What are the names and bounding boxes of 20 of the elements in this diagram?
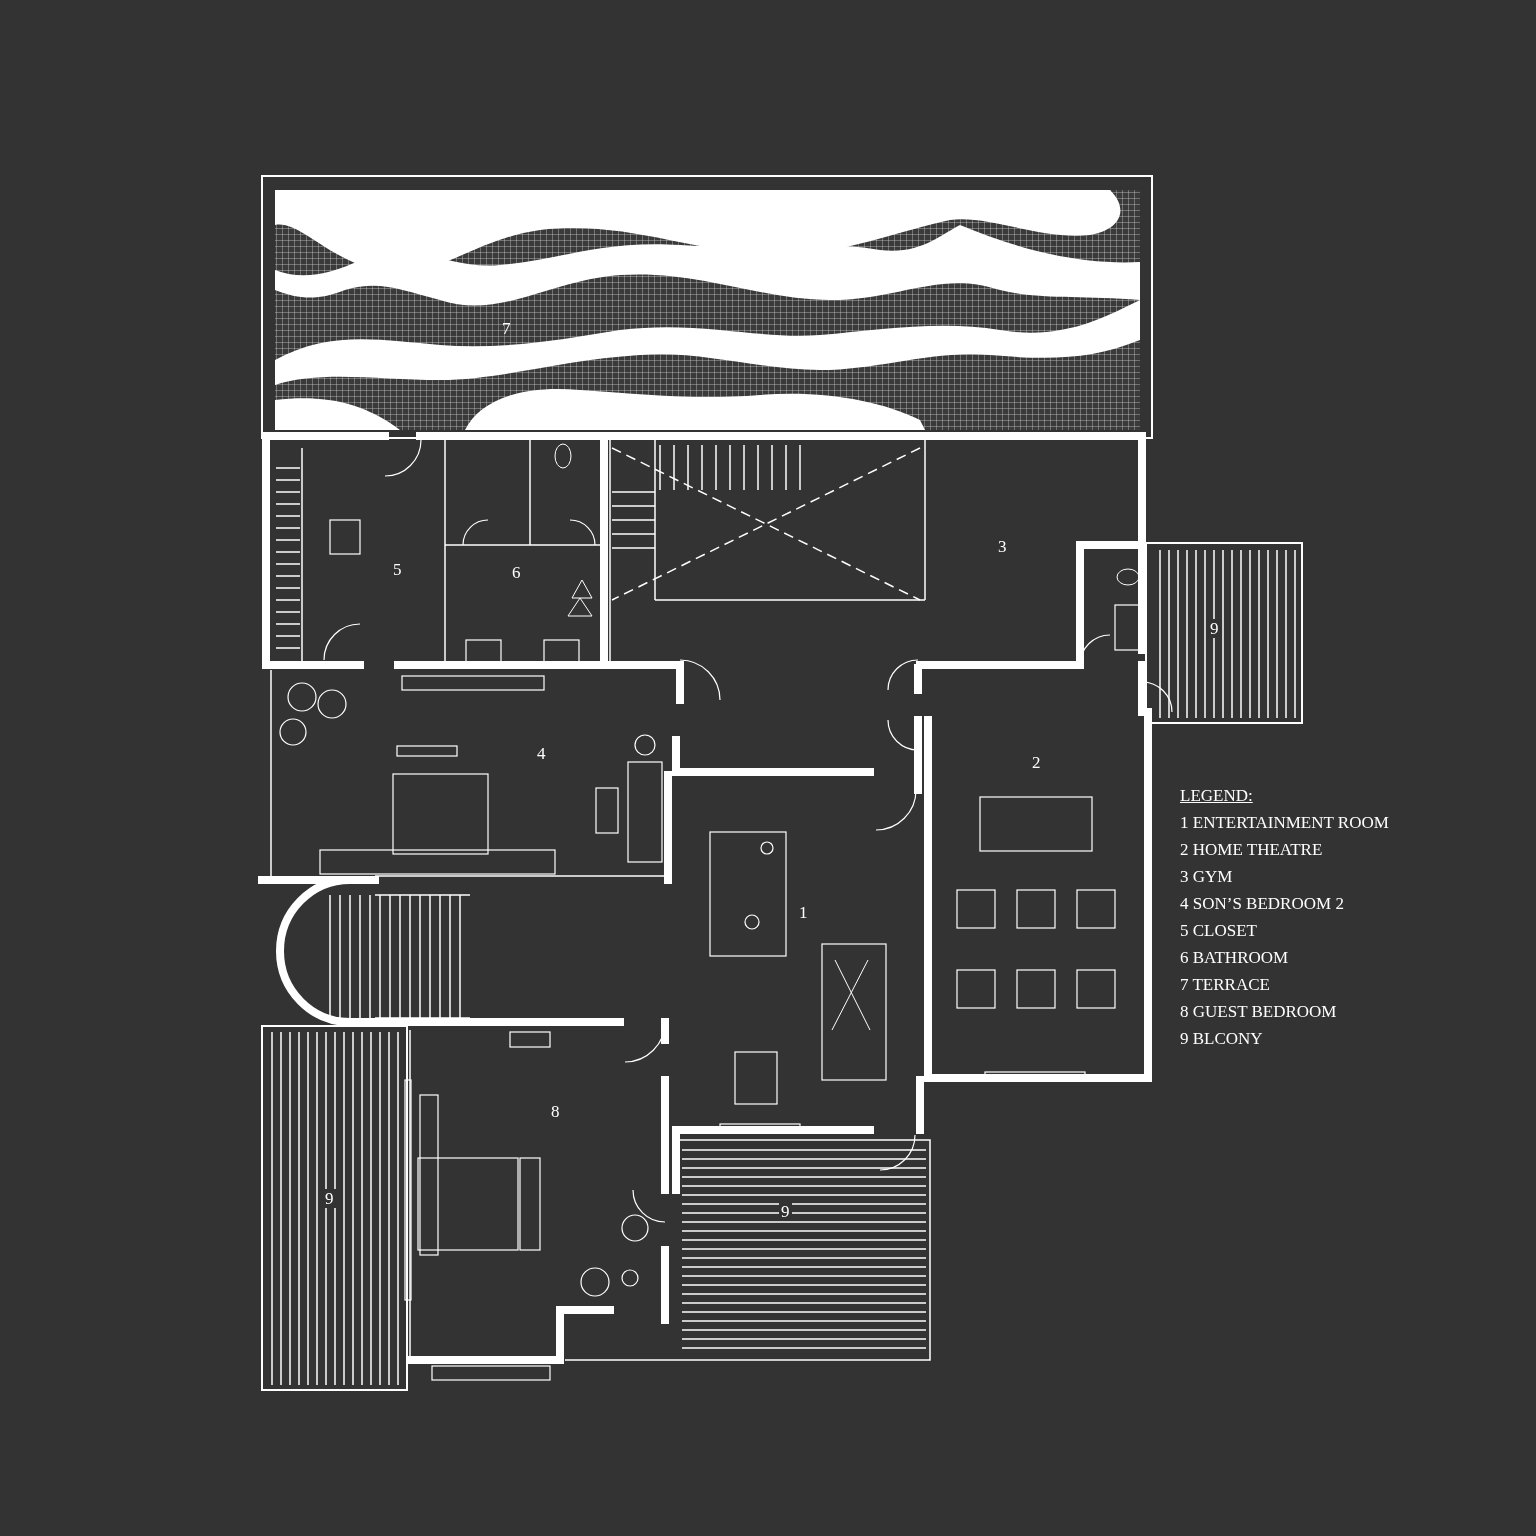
- legend-entry: 6 BATHROOM: [1180, 949, 1289, 966]
- room-number: 4: [537, 745, 546, 762]
- legend-entry: 9 BLCONY: [1180, 1030, 1263, 1047]
- legend-entry: 5 CLOSET: [1180, 922, 1257, 939]
- legend-heading: LEGEND:: [1180, 787, 1253, 804]
- legend-entry: 4 SON’S BEDROOM 2: [1180, 895, 1344, 912]
- room-number: 8: [551, 1103, 560, 1120]
- room-number: 2: [1032, 754, 1041, 771]
- room-number: 7: [502, 320, 511, 337]
- legend-entry: 2 HOME THEATRE: [1180, 841, 1323, 858]
- room-number: 1: [799, 904, 808, 921]
- room-number: 9: [323, 1189, 336, 1208]
- room-number: 9: [1208, 619, 1221, 638]
- legend-entry: 1 ENTERTAINMENT ROOM: [1180, 814, 1389, 831]
- room-number: 3: [998, 538, 1007, 555]
- room-number: 6: [512, 564, 521, 581]
- legend-entry: 3 GYM: [1180, 868, 1233, 885]
- legend-entry: 8 GUEST BEDROOM: [1180, 1003, 1337, 1020]
- room-number: 5: [393, 561, 402, 578]
- legend-entry: 7 TERRACE: [1180, 976, 1270, 993]
